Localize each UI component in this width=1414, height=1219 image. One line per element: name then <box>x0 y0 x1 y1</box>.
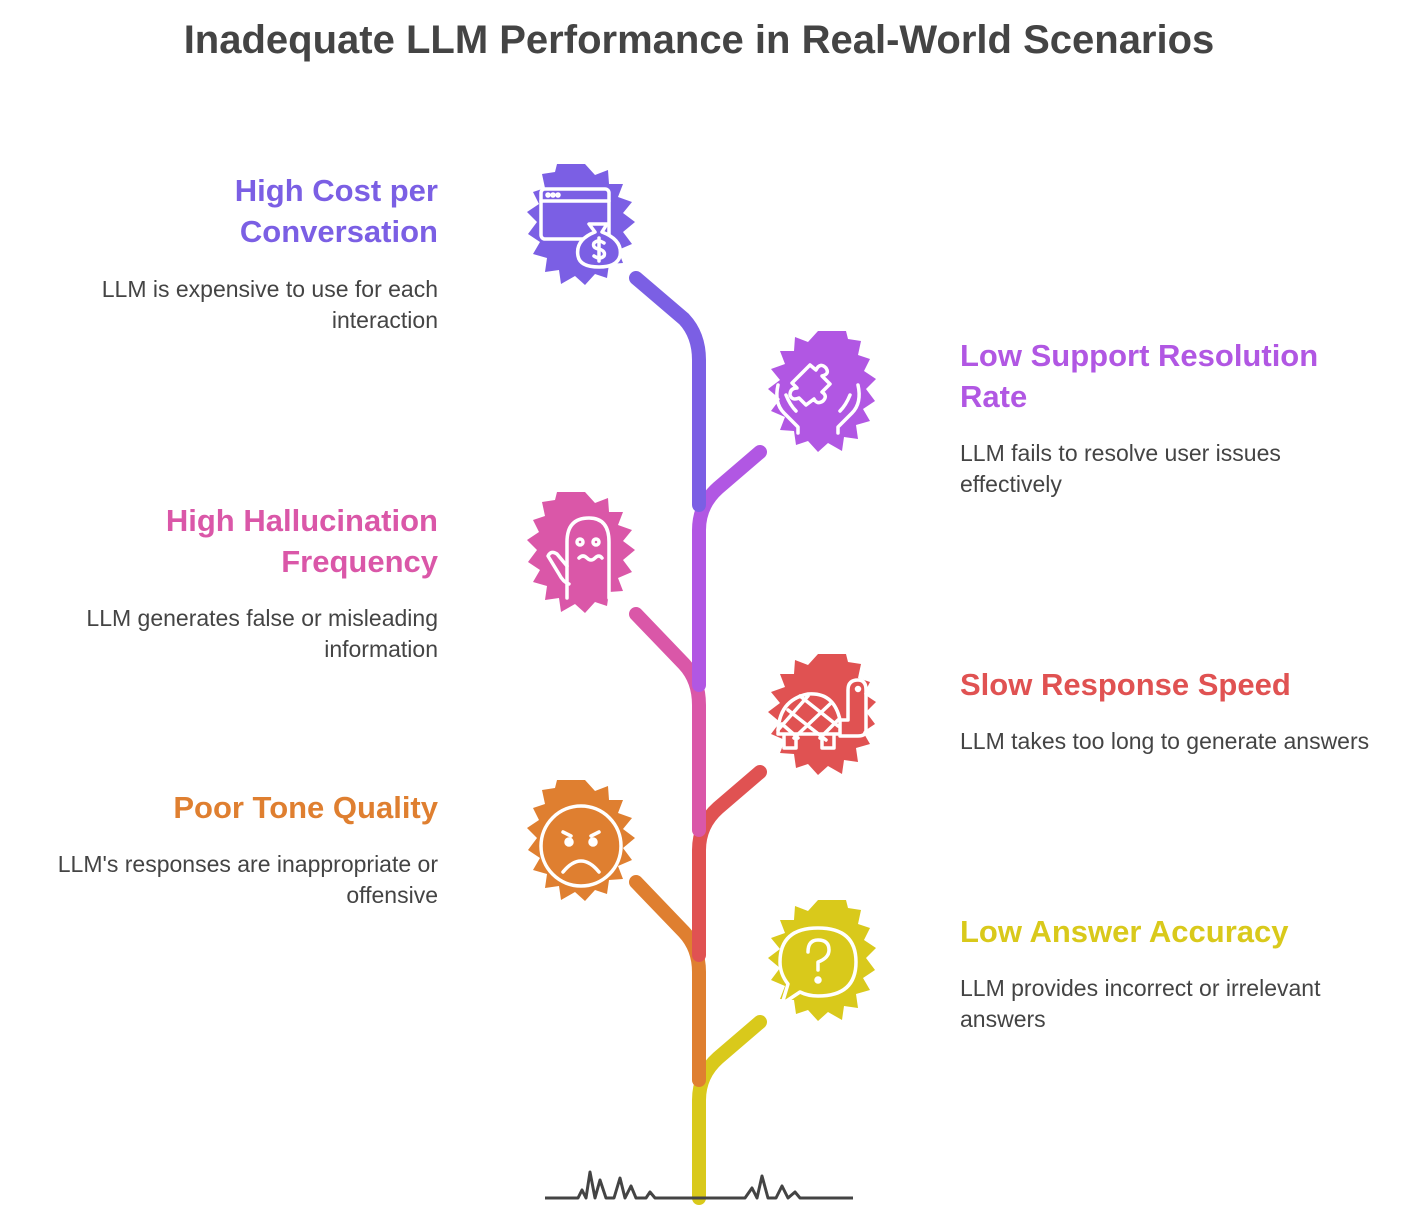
stem-segment-resolution <box>692 445 767 692</box>
stem-segment-cost <box>629 271 706 512</box>
item-desc-low-support-resolution: LLM fails to resolve user issues effecti… <box>960 440 1281 497</box>
item-title-high-cost: High Cost per Conversation <box>234 173 438 249</box>
ghost-icon <box>546 516 611 600</box>
item-title-slow-response: Slow Response Speed <box>960 667 1291 702</box>
question-bubble-icon <box>778 926 858 1006</box>
leaf-poor-tone <box>527 780 635 901</box>
item-title-poor-tone: Poor Tone Quality <box>173 790 438 825</box>
stem-segment-hallucination <box>629 607 706 837</box>
leaf-high-hallucination <box>527 492 635 613</box>
item-desc-poor-tone: LLM's responses are inappropriate or off… <box>57 851 438 908</box>
item-desc-high-cost: LLM is expensive to use for each interac… <box>101 276 438 333</box>
item-desc-high-hallucination: LLM generates false or misleading inform… <box>86 605 438 662</box>
frown-face-icon <box>539 804 623 888</box>
stem-segment-speed <box>692 765 767 962</box>
turtle-icon <box>776 678 868 750</box>
item-title-low-answer-accuracy: Low Answer Accuracy <box>960 914 1289 949</box>
leaf-low-answer-accuracy <box>768 900 876 1021</box>
leaf-slow-response <box>768 654 876 775</box>
leaf-low-support-resolution <box>768 331 876 452</box>
stem-segment-accuracy <box>692 1015 767 1205</box>
item-desc-low-answer-accuracy: LLM provides incorrect or irrelevant ans… <box>960 975 1321 1032</box>
page-title: Inadequate LLM Performance in Real-World… <box>183 18 1215 62</box>
ground-grass <box>545 1170 853 1200</box>
item-desc-slow-response: LLM takes too long to generate answers <box>960 728 1370 754</box>
item-title-low-support-resolution: Low Support Resolution Rate <box>960 338 1319 414</box>
hands-puzzle-icon <box>775 363 861 435</box>
leaf-high-cost <box>527 164 635 285</box>
browser-money-bag-icon <box>539 187 623 269</box>
item-title-high-hallucination: High Hallucination Frequency <box>165 503 438 579</box>
stem-segment-tone <box>629 875 706 1087</box>
